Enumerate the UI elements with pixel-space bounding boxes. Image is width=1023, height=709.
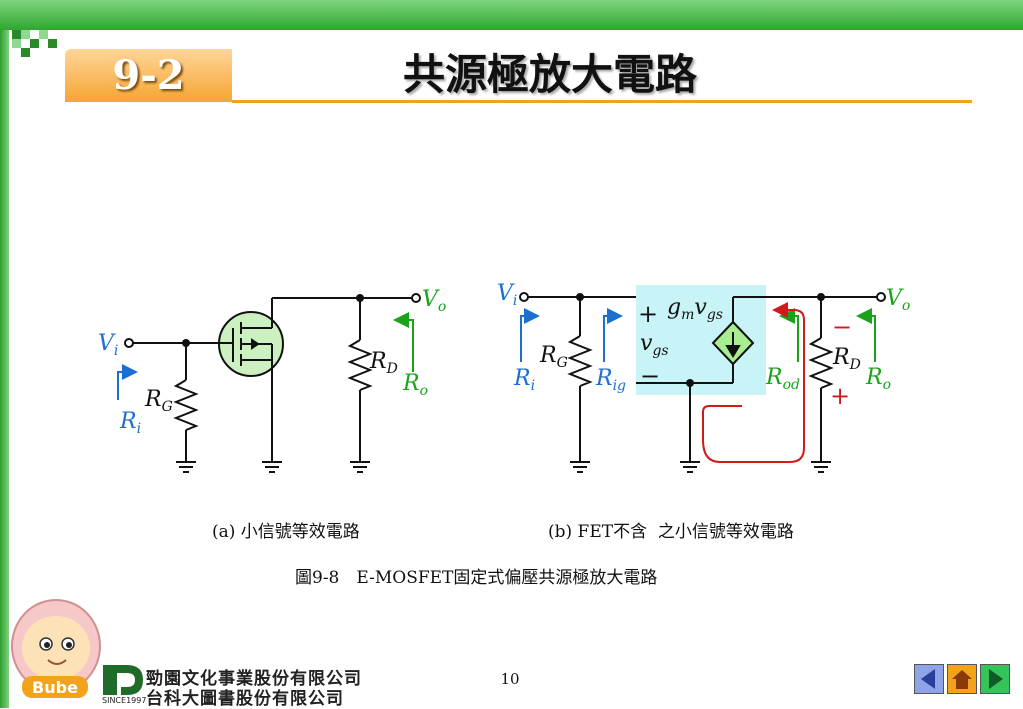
label-rd-a: RD (369, 349, 398, 377)
label-rg-b: RG (539, 343, 568, 371)
label-rod-b: Rod (765, 365, 800, 393)
home-button[interactable] (947, 664, 977, 694)
label-rg-a: RG (144, 387, 173, 415)
label-ri-a: Ri (119, 409, 141, 437)
circuit-a (124, 293, 421, 473)
label-rig-b: Rig (595, 366, 626, 394)
label-rd-b: RD (832, 345, 861, 373)
bube-mascot-logo: Bube (11, 599, 101, 698)
red-current-path (702, 405, 742, 440)
publisher-since: SINCE1997 (102, 696, 147, 705)
label-rd-minus: − (832, 313, 852, 341)
prev-arrow-icon (921, 669, 935, 689)
ground-source-b (680, 461, 700, 473)
label-vi-b: Vi (497, 281, 517, 309)
publisher-name-1: 勁園文化事業股份有限公司 (146, 669, 362, 689)
arrow-ro-a (393, 312, 414, 372)
section-number-badge: 9-2 (65, 49, 232, 102)
label-vi-a: Vi (98, 331, 118, 359)
label-vgs: vgs (640, 331, 669, 359)
home-icon (952, 670, 972, 689)
next-arrow-icon (989, 669, 1003, 689)
next-slide-button[interactable] (980, 664, 1010, 694)
ground-source (262, 461, 282, 473)
ground-rd-b (811, 461, 831, 473)
ground-rg (176, 461, 196, 473)
page-number: 10 (500, 670, 520, 688)
caption-circuit-a: (a) 小信號等效電路 (212, 522, 360, 542)
label-minus-vgs: − (640, 362, 660, 390)
figure-caption: 圖9-8 E-MOSFET固定式偏壓共源極放大電路 (295, 568, 658, 588)
arrow-ri-a (117, 364, 138, 400)
label-plus-vgs: + (638, 300, 658, 328)
label-vo-b: Vo (886, 286, 910, 314)
label-rd-plus: + (830, 382, 850, 410)
mosfet-symbol (218, 311, 284, 377)
svg-text:Bube: Bube (32, 678, 78, 697)
arrow-rig-b (603, 308, 623, 362)
caption-circuit-b: (b) FET不含 之小信號等效電路 (548, 522, 794, 542)
arrow-rod-b (779, 308, 799, 362)
ground-rg-b (570, 461, 590, 473)
label-ro-a: Ro (402, 371, 428, 399)
title-underline (232, 100, 972, 103)
label-ro-b: Ro (865, 365, 891, 393)
arrow-ro-b (856, 308, 876, 362)
fet-model-box (636, 285, 766, 395)
publisher-name-2: 台科大圖書股份有限公司 (146, 689, 344, 709)
prev-slide-button[interactable] (914, 664, 944, 694)
top-decor-bar (0, 0, 1023, 30)
ground-rd (350, 461, 370, 473)
label-ri-b: Ri (513, 366, 535, 394)
arrow-ri-b (520, 308, 540, 362)
left-decor-bar (0, 0, 9, 708)
circuit-b (519, 292, 886, 473)
label-vo-a: Vo (422, 287, 446, 315)
page-title: 共源極放大電路 (402, 50, 697, 99)
dependent-current-source (711, 320, 755, 366)
publisher-logo (103, 665, 143, 695)
label-gm-vgs: gmvgs (667, 295, 723, 323)
